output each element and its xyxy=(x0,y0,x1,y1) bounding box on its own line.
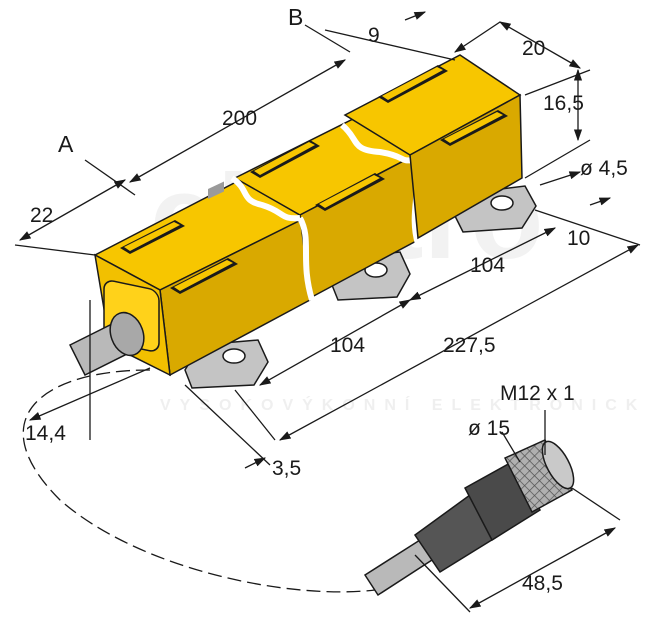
cable-stub xyxy=(68,311,145,377)
dim-10: 10 xyxy=(567,227,590,250)
dim-3-5: 3,5 xyxy=(272,457,301,480)
connector-face xyxy=(541,440,575,490)
dim-16-5: 16,5 xyxy=(543,92,584,115)
housing-segment-right xyxy=(343,54,523,240)
connector-slot xyxy=(315,173,385,211)
led-window xyxy=(208,181,224,200)
cable-path-line xyxy=(22,369,376,593)
dim-48-5: 48,5 xyxy=(522,572,563,595)
dim-227-5: 227,5 xyxy=(443,334,496,357)
connector-cable xyxy=(363,538,434,597)
connector-slot xyxy=(378,65,448,103)
dim-200: 200 xyxy=(222,107,257,130)
break-line xyxy=(339,122,413,164)
label-face-a: A xyxy=(58,131,74,157)
dim-9: 9 xyxy=(368,24,380,47)
lug-hole xyxy=(222,348,246,364)
m12-connector xyxy=(363,439,575,597)
break-line xyxy=(230,175,301,222)
dim-104-left: 104 xyxy=(330,334,365,357)
connector-slot xyxy=(440,110,508,146)
lug-hole xyxy=(490,195,514,211)
dim-14-4: 14,4 xyxy=(25,422,66,445)
dim-20: 20 xyxy=(522,37,545,60)
knurled-nut xyxy=(503,439,574,514)
dim-hole-diameter: ø 4,5 xyxy=(580,157,628,180)
dim-connector-diameter: ø 15 xyxy=(468,417,510,440)
dim-22: 22 xyxy=(30,204,53,227)
connector-slot xyxy=(120,220,185,254)
connector-slot xyxy=(170,258,238,294)
label-face-b: B xyxy=(288,4,303,30)
dimension-lines xyxy=(14,11,641,613)
dim-104-right: 104 xyxy=(470,254,505,277)
dim-thread: M12 x 1 xyxy=(500,382,575,405)
